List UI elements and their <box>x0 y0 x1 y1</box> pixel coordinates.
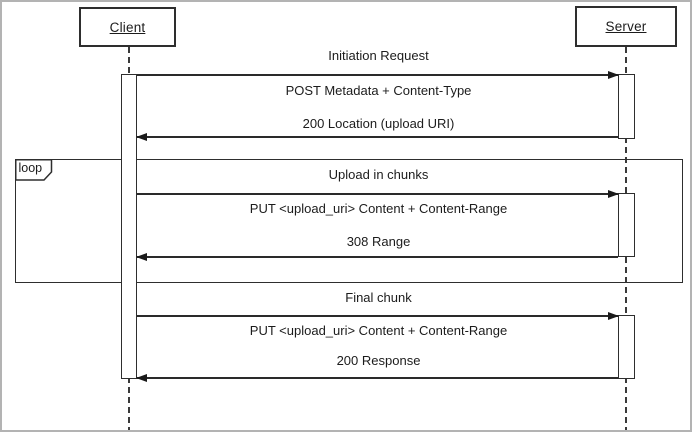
section-title-2: Upload in chunks <box>328 167 429 182</box>
actor-box-client: Client <box>79 7 176 47</box>
return-arrow-1 <box>136 133 618 141</box>
response-label-2: 308 Range <box>346 234 411 249</box>
loop-operator-tag: loop <box>14 158 53 181</box>
loop-tag-shape <box>14 158 52 181</box>
request-arrow-2 <box>137 190 619 198</box>
response-label-1: 200 Location (upload URI) <box>302 116 455 131</box>
request-label-1: POST Metadata + Content-Type <box>285 83 472 98</box>
loop-fragment: loop <box>14 158 683 283</box>
arrowhead-left-icon <box>136 133 147 141</box>
request-label-3: PUT <upload_uri> Content + Content-Range <box>249 323 508 338</box>
actor-box-server: Server <box>575 6 677 47</box>
section-title-1: Initiation Request <box>328 48 429 63</box>
arrowhead-right-icon <box>608 190 619 198</box>
client-activation-bar <box>121 74 137 379</box>
server-activation-bar-1 <box>618 74 635 139</box>
server-activation-bar-2 <box>618 193 635 257</box>
arrowhead-left-icon <box>136 374 147 382</box>
request-arrow-1 <box>137 71 619 79</box>
arrowhead-left-icon <box>136 253 147 261</box>
return-arrow-2 <box>136 253 618 261</box>
section-title-3: Final chunk <box>345 290 412 305</box>
actor-label-server: Server <box>605 19 647 34</box>
server-activation-bar-3 <box>618 315 635 379</box>
return-arrow-3 <box>136 374 618 382</box>
loop-label: loop <box>18 160 43 175</box>
response-label-3: 200 Response <box>336 353 421 368</box>
arrowhead-right-icon <box>608 312 619 320</box>
request-label-2: PUT <upload_uri> Content + Content-Range <box>249 201 508 216</box>
actor-label-client: Client <box>109 19 146 35</box>
request-arrow-3 <box>137 312 619 320</box>
arrowhead-right-icon <box>608 71 619 79</box>
